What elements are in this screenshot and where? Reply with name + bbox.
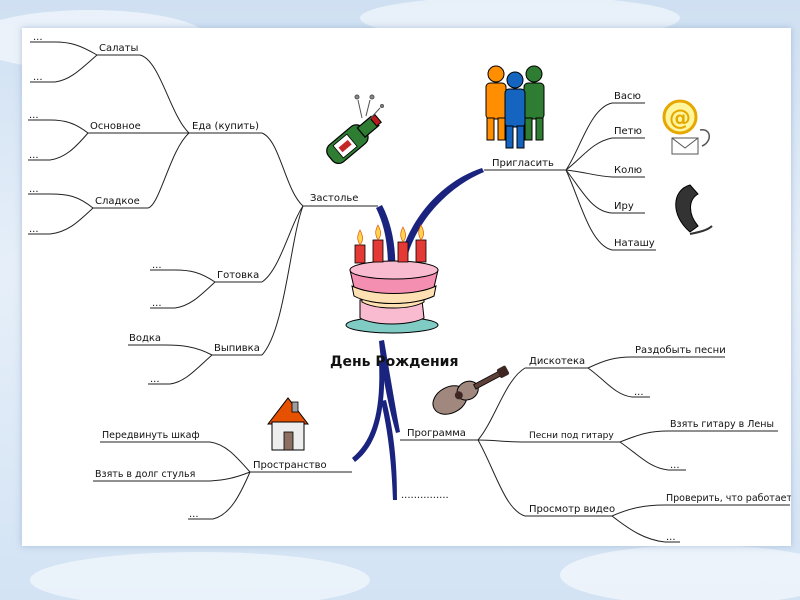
leaf-osnovnoe-2: ... <box>29 150 39 161</box>
guitar-icon <box>432 365 510 415</box>
house-icon <box>266 397 310 451</box>
email-icon: @ <box>662 99 710 155</box>
leaf-salaty-2: ... <box>33 72 43 83</box>
guest-2: Петю <box>614 126 642 137</box>
guest-3: Колю <box>614 165 642 176</box>
leaf-sladkoe-1: ... <box>29 184 39 195</box>
center-title: День Рождения <box>330 354 458 370</box>
leaf-prostranstvo-3: ... <box>189 509 199 520</box>
node-vypivka: Выпивка <box>214 343 260 354</box>
guest-5: Наташу <box>614 238 655 249</box>
leaf-pesni-2: ... <box>670 460 680 471</box>
leaf-gotovka-1: ... <box>152 260 162 271</box>
cake-icon <box>345 224 439 334</box>
leaf-stulya: Взять в долг стулья <box>95 469 195 480</box>
leaf-gotovka-2: ... <box>152 298 162 309</box>
mind-map: Застолье Еда (купить) Салаты ... ... Осн… <box>28 32 793 543</box>
leaf-video-2: ... <box>666 532 676 543</box>
main-branches <box>352 168 484 500</box>
leaf-diskoteka-2: ... <box>634 387 644 398</box>
node-eda: Еда (купить) <box>192 121 259 132</box>
node-programma: Программа <box>407 428 466 439</box>
guest-1: Васю <box>614 91 641 102</box>
node-video: Просмотр видео <box>529 504 615 515</box>
node-zastolye: Застолье <box>310 193 358 204</box>
leaf-proverit: Проверить, что работает <box>666 493 791 504</box>
node-prostranstvo: Пространство <box>253 460 327 471</box>
leaf-vypivka-2: ... <box>150 374 160 385</box>
node-pesni: Песни под гитару <box>529 431 614 441</box>
slide: Застолье Еда (купить) Салаты ... ... Осн… <box>22 28 793 546</box>
leaf-salaty-1: ... <box>33 32 43 43</box>
node-sladkoe: Сладкое <box>95 196 140 207</box>
leaf-vzyat-gitaru: Взять гитару в Лены <box>670 419 774 430</box>
phone-icon <box>675 184 713 235</box>
leaf-shkaf: Передвинуть шкаф <box>102 430 200 441</box>
node-diskoteka: Дискотека <box>529 356 585 367</box>
leaf-sladkoe-2: ... <box>29 224 39 235</box>
connectors <box>28 41 790 543</box>
node-osnovnoe: Основное <box>90 121 141 132</box>
labels: Застолье Еда (купить) Салаты ... ... Осн… <box>29 32 793 543</box>
leaf-vodka: Водка <box>129 333 161 344</box>
node-priglasit: Пригласить <box>492 158 554 169</box>
champagne-icon <box>326 113 382 165</box>
node-gotovka: Готовка <box>217 270 259 281</box>
people-icon <box>485 65 545 149</box>
leaf-razdobyt-pesni: Раздобыть песни <box>635 345 726 356</box>
leaf-osnovnoe-1: ... <box>29 110 39 121</box>
node-other: ............... <box>401 490 449 501</box>
guest-4: Иру <box>614 201 634 212</box>
spray-icon <box>354 94 384 121</box>
svg-text:@: @ <box>669 106 691 131</box>
node-salaty: Салаты <box>99 43 138 54</box>
